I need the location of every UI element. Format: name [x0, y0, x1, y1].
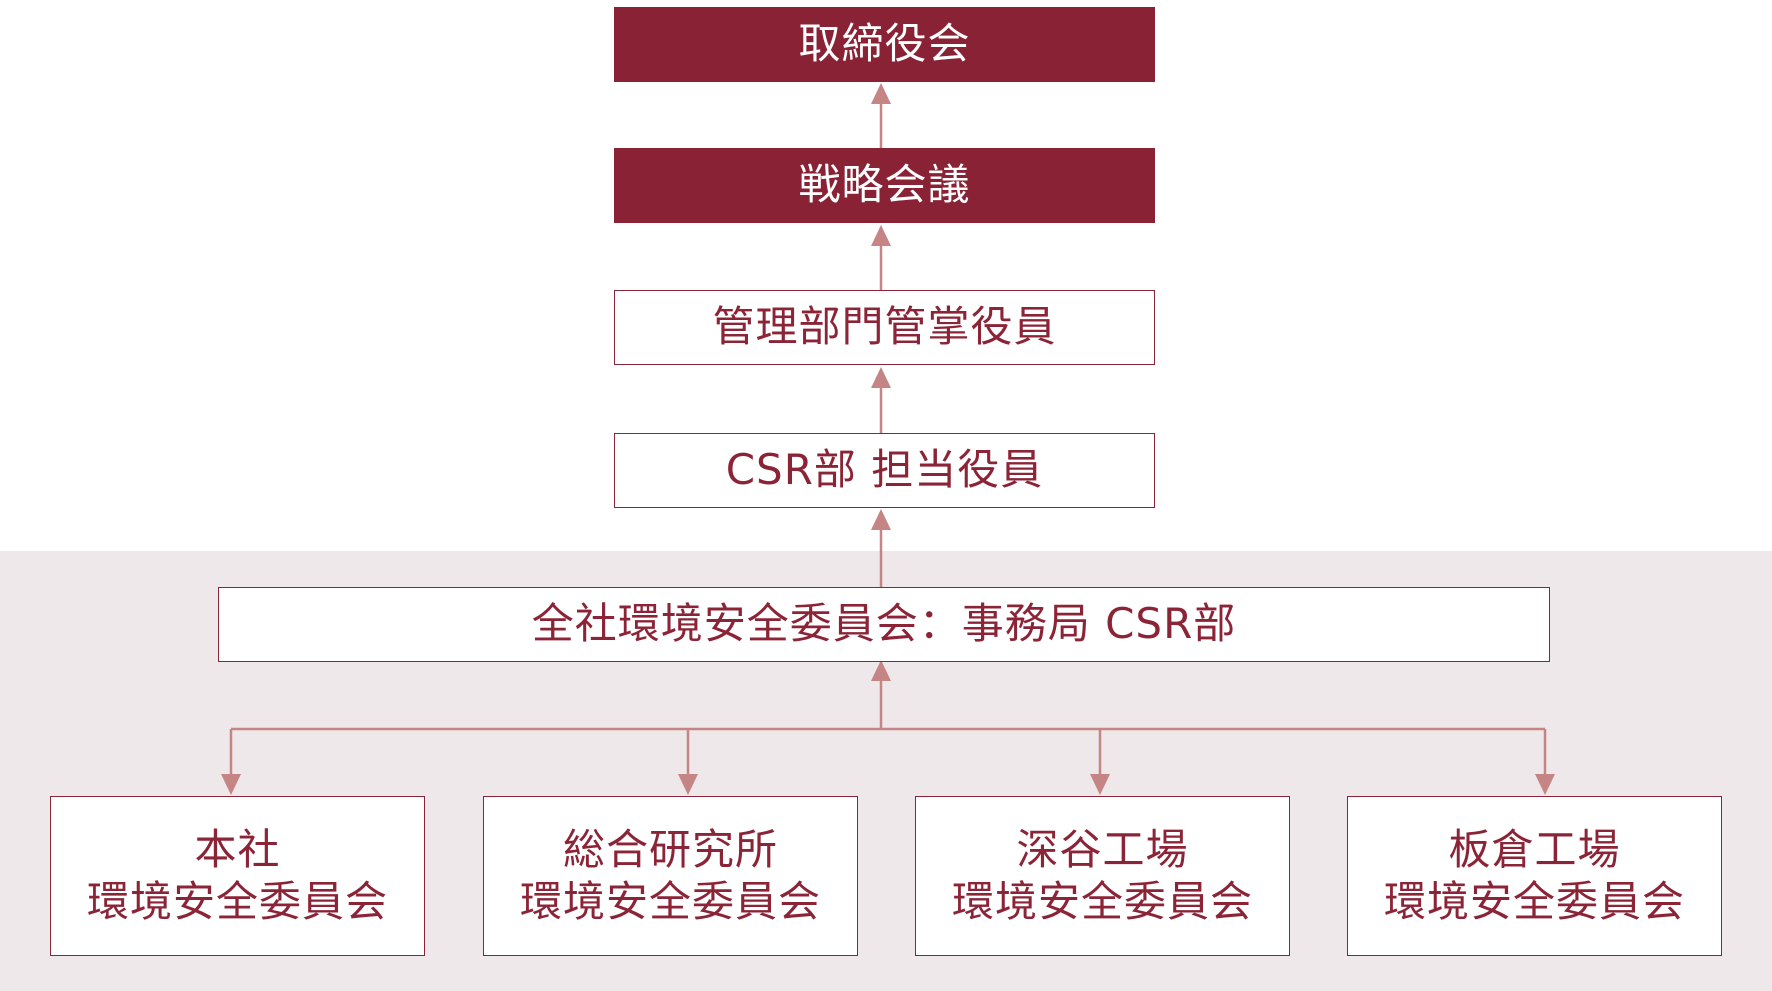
site-committee-box-fukaya: 深谷工場 環境安全委員会	[915, 796, 1290, 956]
arrowhead-up	[871, 367, 891, 388]
site-committee-box-itakura: 板倉工場 環境安全委員会	[1347, 796, 1722, 956]
arrowhead-down	[1090, 774, 1110, 795]
arrowhead-up	[871, 509, 891, 530]
site-name: 総合研究所	[562, 825, 778, 874]
arrowhead-down	[1535, 774, 1555, 795]
site-name: 本社	[194, 825, 281, 874]
committee-name: 環境安全委員会	[86, 877, 388, 926]
site-committee-box-honsha: 本社 環境安全委員会	[50, 796, 425, 956]
arrowhead-up	[871, 83, 891, 104]
board-of-directors-box: 取締役会	[614, 7, 1155, 82]
strategy-meeting-label: 戦略会議	[798, 160, 971, 210]
committee-name: 環境安全委員会	[519, 877, 821, 926]
company-committee-label: 全社環境安全委員会：事務局 CSR部	[531, 599, 1237, 649]
csr-officer-label: CSR部 担当役員	[725, 445, 1044, 495]
company-committee-box: 全社環境安全委員会：事務局 CSR部	[218, 587, 1550, 662]
admin-officer-label: 管理部門管掌役員	[712, 302, 1057, 352]
arrowhead-up	[871, 660, 891, 681]
committee-name: 環境安全委員会	[951, 877, 1253, 926]
board-of-directors-label: 取締役会	[798, 19, 971, 69]
site-committee-box-research: 総合研究所 環境安全委員会	[483, 796, 858, 956]
csr-officer-box: CSR部 担当役員	[614, 433, 1155, 508]
site-name: 板倉工場	[1448, 825, 1621, 874]
arrowhead-down	[221, 774, 241, 795]
strategy-meeting-box: 戦略会議	[614, 148, 1155, 223]
site-name: 深谷工場	[1016, 825, 1189, 874]
committee-name: 環境安全委員会	[1383, 877, 1685, 926]
arrowhead-up	[871, 225, 891, 246]
admin-officer-box: 管理部門管掌役員	[614, 290, 1155, 365]
arrowhead-down	[678, 774, 698, 795]
